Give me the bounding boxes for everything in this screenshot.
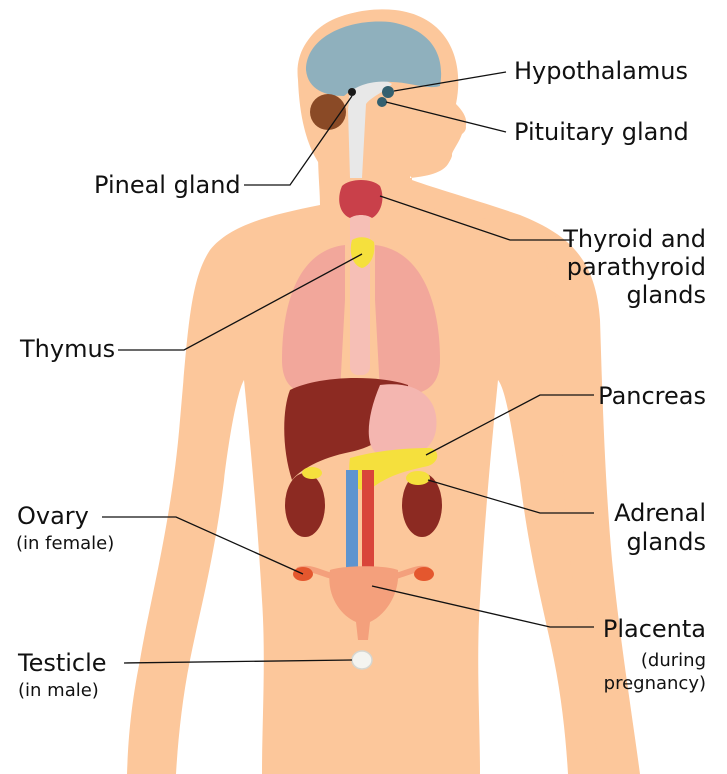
label-adrenal-line1: Adrenal xyxy=(614,500,706,526)
label-hypothalamus: Hypothalamus xyxy=(514,58,688,84)
left-kidney xyxy=(285,473,325,537)
adrenal-gland-right xyxy=(406,471,430,485)
trachea xyxy=(350,195,370,375)
label-pancreas: Pancreas xyxy=(598,383,706,409)
testicle xyxy=(352,651,372,669)
label-thyroid-line1: Thyroid and xyxy=(563,226,706,252)
label-testicle: Testicle xyxy=(18,650,107,676)
vein xyxy=(346,470,358,570)
label-ovary-note: (in female) xyxy=(16,534,114,554)
hypothalamus xyxy=(382,86,394,98)
label-thyroid-line2: parathyroid xyxy=(567,254,706,280)
ovary-right xyxy=(414,567,434,581)
pituitary-gland xyxy=(377,97,387,107)
pineal-gland xyxy=(348,88,356,96)
label-placenta: Placenta xyxy=(603,616,706,642)
label-pineal-gland: Pineal gland xyxy=(94,172,241,198)
label-adrenal-line2: glands xyxy=(626,529,706,555)
label-ovary: Ovary xyxy=(17,503,89,529)
thyroid xyxy=(339,180,382,218)
adrenal-gland-left xyxy=(302,467,322,479)
artery xyxy=(362,470,374,570)
label-pituitary-gland: Pituitary gland xyxy=(514,119,689,145)
label-placenta-note-line2: pregnancy) xyxy=(604,674,706,694)
label-placenta-note-line1: (during xyxy=(641,651,706,671)
label-testicle-note: (in male) xyxy=(18,681,99,701)
label-thyroid-line3: glands xyxy=(626,282,706,308)
label-thymus: Thymus xyxy=(20,336,115,362)
